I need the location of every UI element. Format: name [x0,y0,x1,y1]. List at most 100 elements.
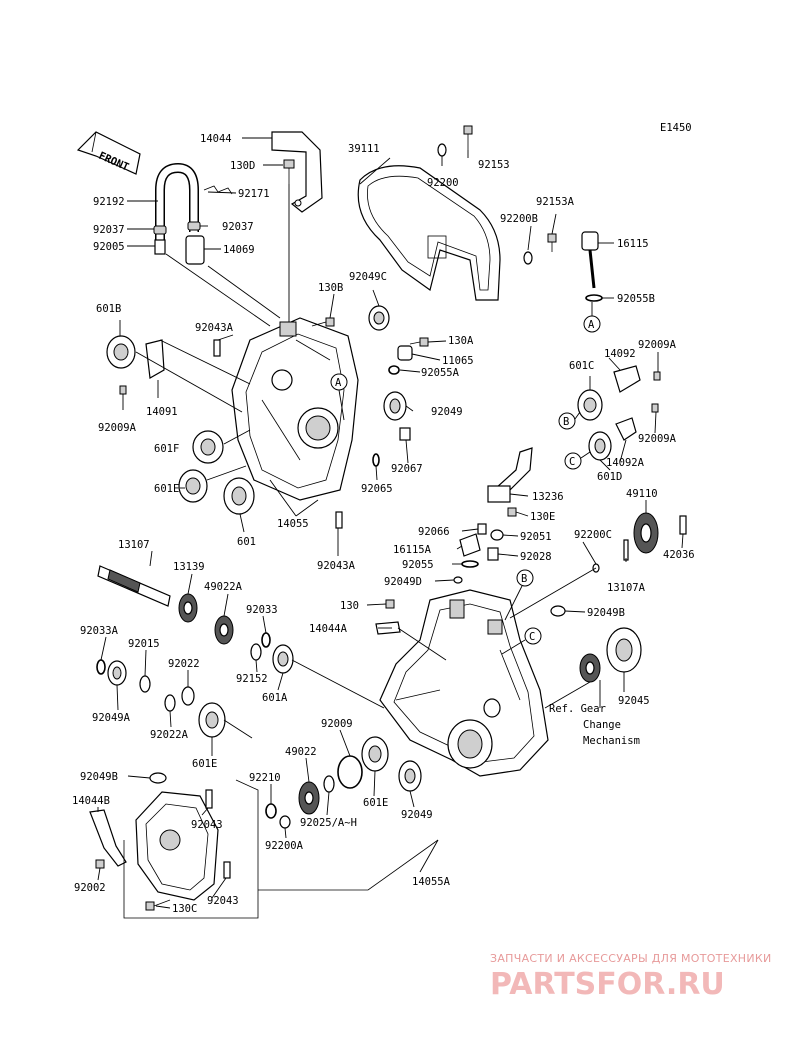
label-92045: 92045 [618,695,650,707]
ring-92033A [96,659,106,675]
bolt-92153A [547,233,557,252]
gasket-39111 [357,165,501,301]
label-92025: 92025/A~H [300,817,357,829]
label-16115A: 16115A [393,544,432,556]
label-92200B: 92200B [500,213,538,225]
label-13139: 13139 [173,561,205,573]
part-labels: 14044 130D 92171 92192 92037 92037 92005… [72,133,695,915]
label-92015: 92015 [128,638,160,650]
label-92055A: 92055A [421,367,460,379]
label-92171: 92171 [238,188,270,200]
seal-92049C [368,305,390,331]
pin-92043-a [205,789,213,809]
bolt-130C [145,899,171,911]
label-92051: 92051 [520,531,552,543]
breather-hose [153,162,233,265]
label-92049B-right: 92049B [587,607,625,619]
pin-13107A [623,539,629,561]
watermark: ЗАПЧАСТИ И АКСЕССУАРЫ ДЛЯ МОТОТЕХНИКИ PA… [490,952,772,1002]
callout-label: C [529,631,535,643]
label-130C: 130C [172,903,197,915]
label-601F: 601F [154,443,179,455]
label-92043-a: 92043 [191,819,223,831]
seal-92049 [383,391,407,421]
label-92067: 92067 [391,463,423,475]
sensor-11065 [397,345,413,361]
pin-92043A-bottom [335,511,343,529]
label-14044: 14044 [200,133,232,145]
label-42036: 42036 [663,549,695,561]
seal-92049A [107,660,127,686]
bracket-14044 [271,131,323,213]
label-601B: 601B [96,303,121,315]
label-14091: 14091 [146,406,178,418]
label-92200C: 92200C [574,529,612,541]
gear-49022 [298,781,320,815]
callout-label: A [588,319,595,331]
label-92043A-bottom: 92043A [317,560,356,572]
plug-92067 [399,427,411,441]
bearing-601E-bottom [198,702,226,738]
label-49022A: 49022A [204,581,243,593]
label-92153A: 92153A [536,196,575,208]
label-92152: 92152 [236,673,268,685]
ref-note-line2: Change [583,719,621,731]
label-92033: 92033 [246,604,278,616]
ref-note-line1: Ref. Gear [549,703,606,715]
label-92033A: 92033A [80,625,119,637]
label-14044B: 14044B [72,795,110,807]
case-14055 [231,317,359,501]
cover-14055A [135,791,219,901]
label-92022: 92022 [168,658,200,670]
bolt-130A [409,337,429,347]
watermark-tagline: ЗАПЧАСТИ И АКСЕССУАРЫ ДЛЯ МОТОТЕХНИКИ [490,952,772,965]
gear-49022A [214,615,234,645]
label-92049: 92049 [431,406,463,418]
label-130E: 130E [530,511,555,523]
label-130B: 130B [318,282,343,294]
callout-A-left: A [330,373,348,421]
bolt-130E [507,507,517,517]
label-92210: 92210 [249,772,281,784]
bearing-601C [577,389,603,421]
watermark-brand: PARTSFOR.RU [490,967,725,1002]
bracket-14044B [89,809,127,867]
bolt-92153 [463,125,473,150]
leader-lines [97,137,684,909]
label-14055A: 14055A [412,876,451,888]
gear-change-mechanism [579,653,601,683]
bolt-92009A-r1 [653,371,661,381]
label-601C: 601C [569,360,594,372]
collar-92022 [181,686,195,706]
label-92043A-top: 92043A [195,322,234,334]
label-92009A-left: 92009A [98,422,137,434]
label-39111: 39111 [348,143,380,155]
callout-A-right: A [583,302,601,333]
label-92022A: 92022A [150,729,189,741]
label-92002: 92002 [74,882,106,894]
label-92066: 92066 [418,526,450,538]
label-92200: 92200 [427,177,459,189]
plug-92066 [477,523,487,535]
label-92009: 92009 [321,718,353,730]
gear-13139 [178,593,198,623]
label-92037-right: 92037 [222,221,254,233]
bolt-130B [311,317,335,327]
seal-92049-mid [398,760,422,792]
label-11065: 11065 [442,355,474,367]
bolt-92009A-left [119,385,127,395]
label-92055: 92055 [402,559,434,571]
cover-bracket-frame [123,779,439,919]
diagram-code: E1450 [660,122,692,134]
label-601E-mid: 601E [363,797,388,809]
shaft-13107 [97,565,171,607]
oring-92055A [388,365,400,375]
label-130A: 130A [448,335,474,347]
collar-92152 [250,643,262,661]
label-13236: 13236 [532,491,564,503]
callout-label: B [563,416,569,428]
ring-92210 [265,803,277,819]
callout-label: A [335,377,342,389]
washer-92015 [139,675,151,693]
ring-92033 [261,632,271,648]
